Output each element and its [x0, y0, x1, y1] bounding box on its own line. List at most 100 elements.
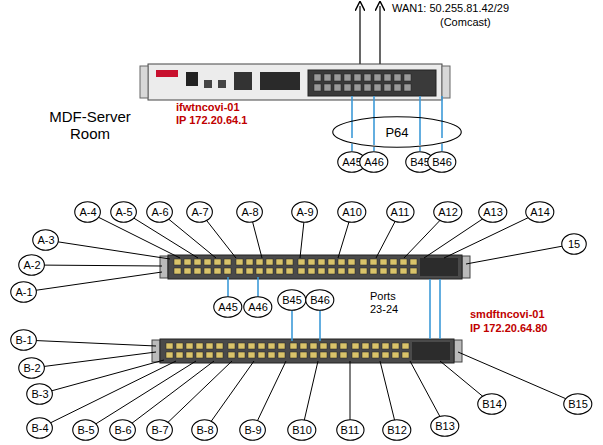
port-jack	[374, 74, 381, 81]
port-jack	[216, 343, 223, 349]
port-label: A-8	[241, 207, 258, 218]
port-label: B-8	[196, 425, 213, 436]
port-jack	[352, 343, 359, 349]
port-label: B13	[435, 421, 455, 432]
port-circle: A-5	[110, 201, 137, 223]
port-jack	[246, 259, 253, 265]
port-label: A-4	[79, 207, 96, 218]
port-jack	[194, 268, 201, 274]
port-jack	[184, 259, 191, 265]
wan-uplink	[379, 6, 380, 64]
port-jack	[308, 259, 315, 265]
port-label: A-5	[115, 207, 132, 218]
port-jack	[354, 84, 361, 91]
port-jack	[258, 343, 265, 349]
port-label: A-9	[296, 207, 313, 218]
port-label: A-1	[15, 287, 32, 298]
port-jack	[394, 74, 401, 81]
port-jack	[382, 352, 389, 358]
switch-bottom	[152, 339, 462, 363]
port-jack	[340, 352, 347, 358]
port-jack	[258, 352, 265, 358]
port-label: B-1	[15, 335, 32, 346]
port-jack	[238, 352, 245, 358]
port-jack	[236, 268, 243, 274]
circle-shape	[288, 420, 316, 441]
leader-line	[24, 340, 156, 346]
circle-shape	[526, 202, 554, 223]
port-label: B10	[292, 425, 312, 436]
port-label: A10	[342, 207, 362, 218]
stack-cable	[429, 279, 431, 339]
port-jack	[324, 84, 331, 91]
port-circle: B-3	[26, 383, 53, 405]
circle-shape	[360, 152, 388, 173]
port-jack	[238, 343, 245, 349]
port-circle: A11	[386, 201, 415, 223]
port-circle: B13	[430, 415, 460, 437]
port-circle: A-7	[186, 201, 213, 223]
port-cable	[351, 144, 353, 151]
port-circle: B-6	[109, 419, 136, 441]
firewall-appliance	[140, 64, 450, 100]
port-jack	[196, 352, 203, 358]
port-jack	[338, 259, 345, 265]
circle-shape	[386, 202, 413, 223]
port-jack	[344, 84, 351, 91]
port-jack	[324, 74, 331, 81]
port-circle: B-9	[239, 419, 266, 441]
port-jack	[228, 352, 235, 358]
rack-ear	[462, 256, 470, 278]
port-label: B-9	[244, 425, 261, 436]
port-jack	[214, 268, 221, 274]
port-jack	[310, 343, 317, 349]
port-jack	[360, 268, 367, 274]
port-jack	[216, 352, 223, 358]
port-jack	[402, 343, 409, 349]
port-jack	[390, 268, 397, 274]
rack-ear	[140, 66, 148, 98]
port-jack	[404, 84, 411, 91]
vendor-logo	[156, 70, 178, 77]
port-label: A46	[364, 157, 384, 168]
port-label: A-6	[151, 207, 168, 218]
port-jack	[364, 84, 371, 91]
port-panel	[308, 70, 436, 96]
port-jack	[266, 268, 273, 274]
port-jack	[204, 259, 211, 265]
port-circle: A-8	[236, 201, 263, 223]
leader-line	[32, 265, 162, 266]
port-circle: 15	[561, 233, 587, 255]
port-jack	[402, 352, 409, 358]
front-module	[186, 72, 198, 86]
port-jack	[328, 259, 335, 265]
port-jack	[330, 343, 337, 349]
circle-shape	[27, 418, 53, 439]
port-jack	[348, 268, 355, 274]
rack-ear	[160, 256, 168, 278]
port-circle: A14	[525, 201, 555, 223]
circle-shape	[292, 202, 318, 223]
port-cable	[419, 147, 421, 151]
leader-line	[24, 272, 162, 292]
port-jack	[360, 259, 367, 265]
device-ip: IP 172.20.64.1	[176, 114, 286, 127]
circle-shape	[431, 416, 459, 437]
port-jack	[314, 74, 321, 81]
port-jack	[206, 343, 213, 349]
port-jack	[400, 268, 407, 274]
port-channel-oval: P64	[332, 116, 462, 148]
port-jack	[372, 352, 379, 358]
port-jack	[410, 259, 417, 265]
port-circle: B-1	[10, 329, 37, 351]
switch-ports	[174, 259, 417, 274]
circle-shape	[336, 420, 363, 441]
device-name: smdftncovi-01	[470, 308, 590, 321]
port-label: B46	[310, 295, 330, 306]
port-circle: B-2	[18, 357, 45, 379]
port-jack	[384, 84, 391, 91]
port-circle: B12	[382, 419, 412, 441]
port-label: B-7	[151, 425, 168, 436]
port-circle: A-9	[291, 201, 318, 223]
port-jack	[236, 259, 243, 265]
